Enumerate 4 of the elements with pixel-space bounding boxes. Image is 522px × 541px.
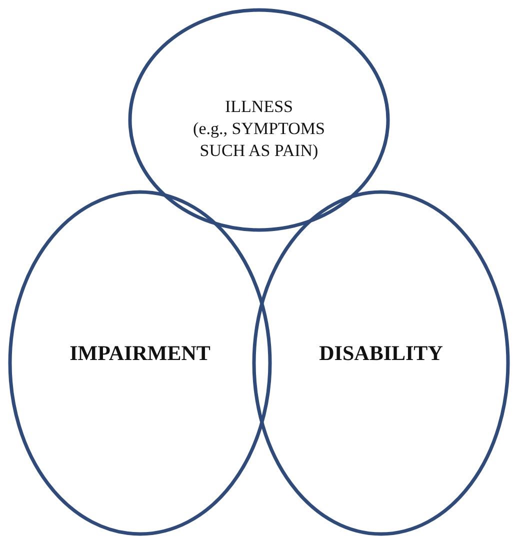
set-label: IMPAIRMENT <box>68 340 212 367</box>
set-description: (e.g., SYMPTOMS SUCH AS PAIN) <box>192 118 326 162</box>
set-label: DISABILITY <box>318 340 444 367</box>
set-label: ILLNESS <box>224 96 294 118</box>
